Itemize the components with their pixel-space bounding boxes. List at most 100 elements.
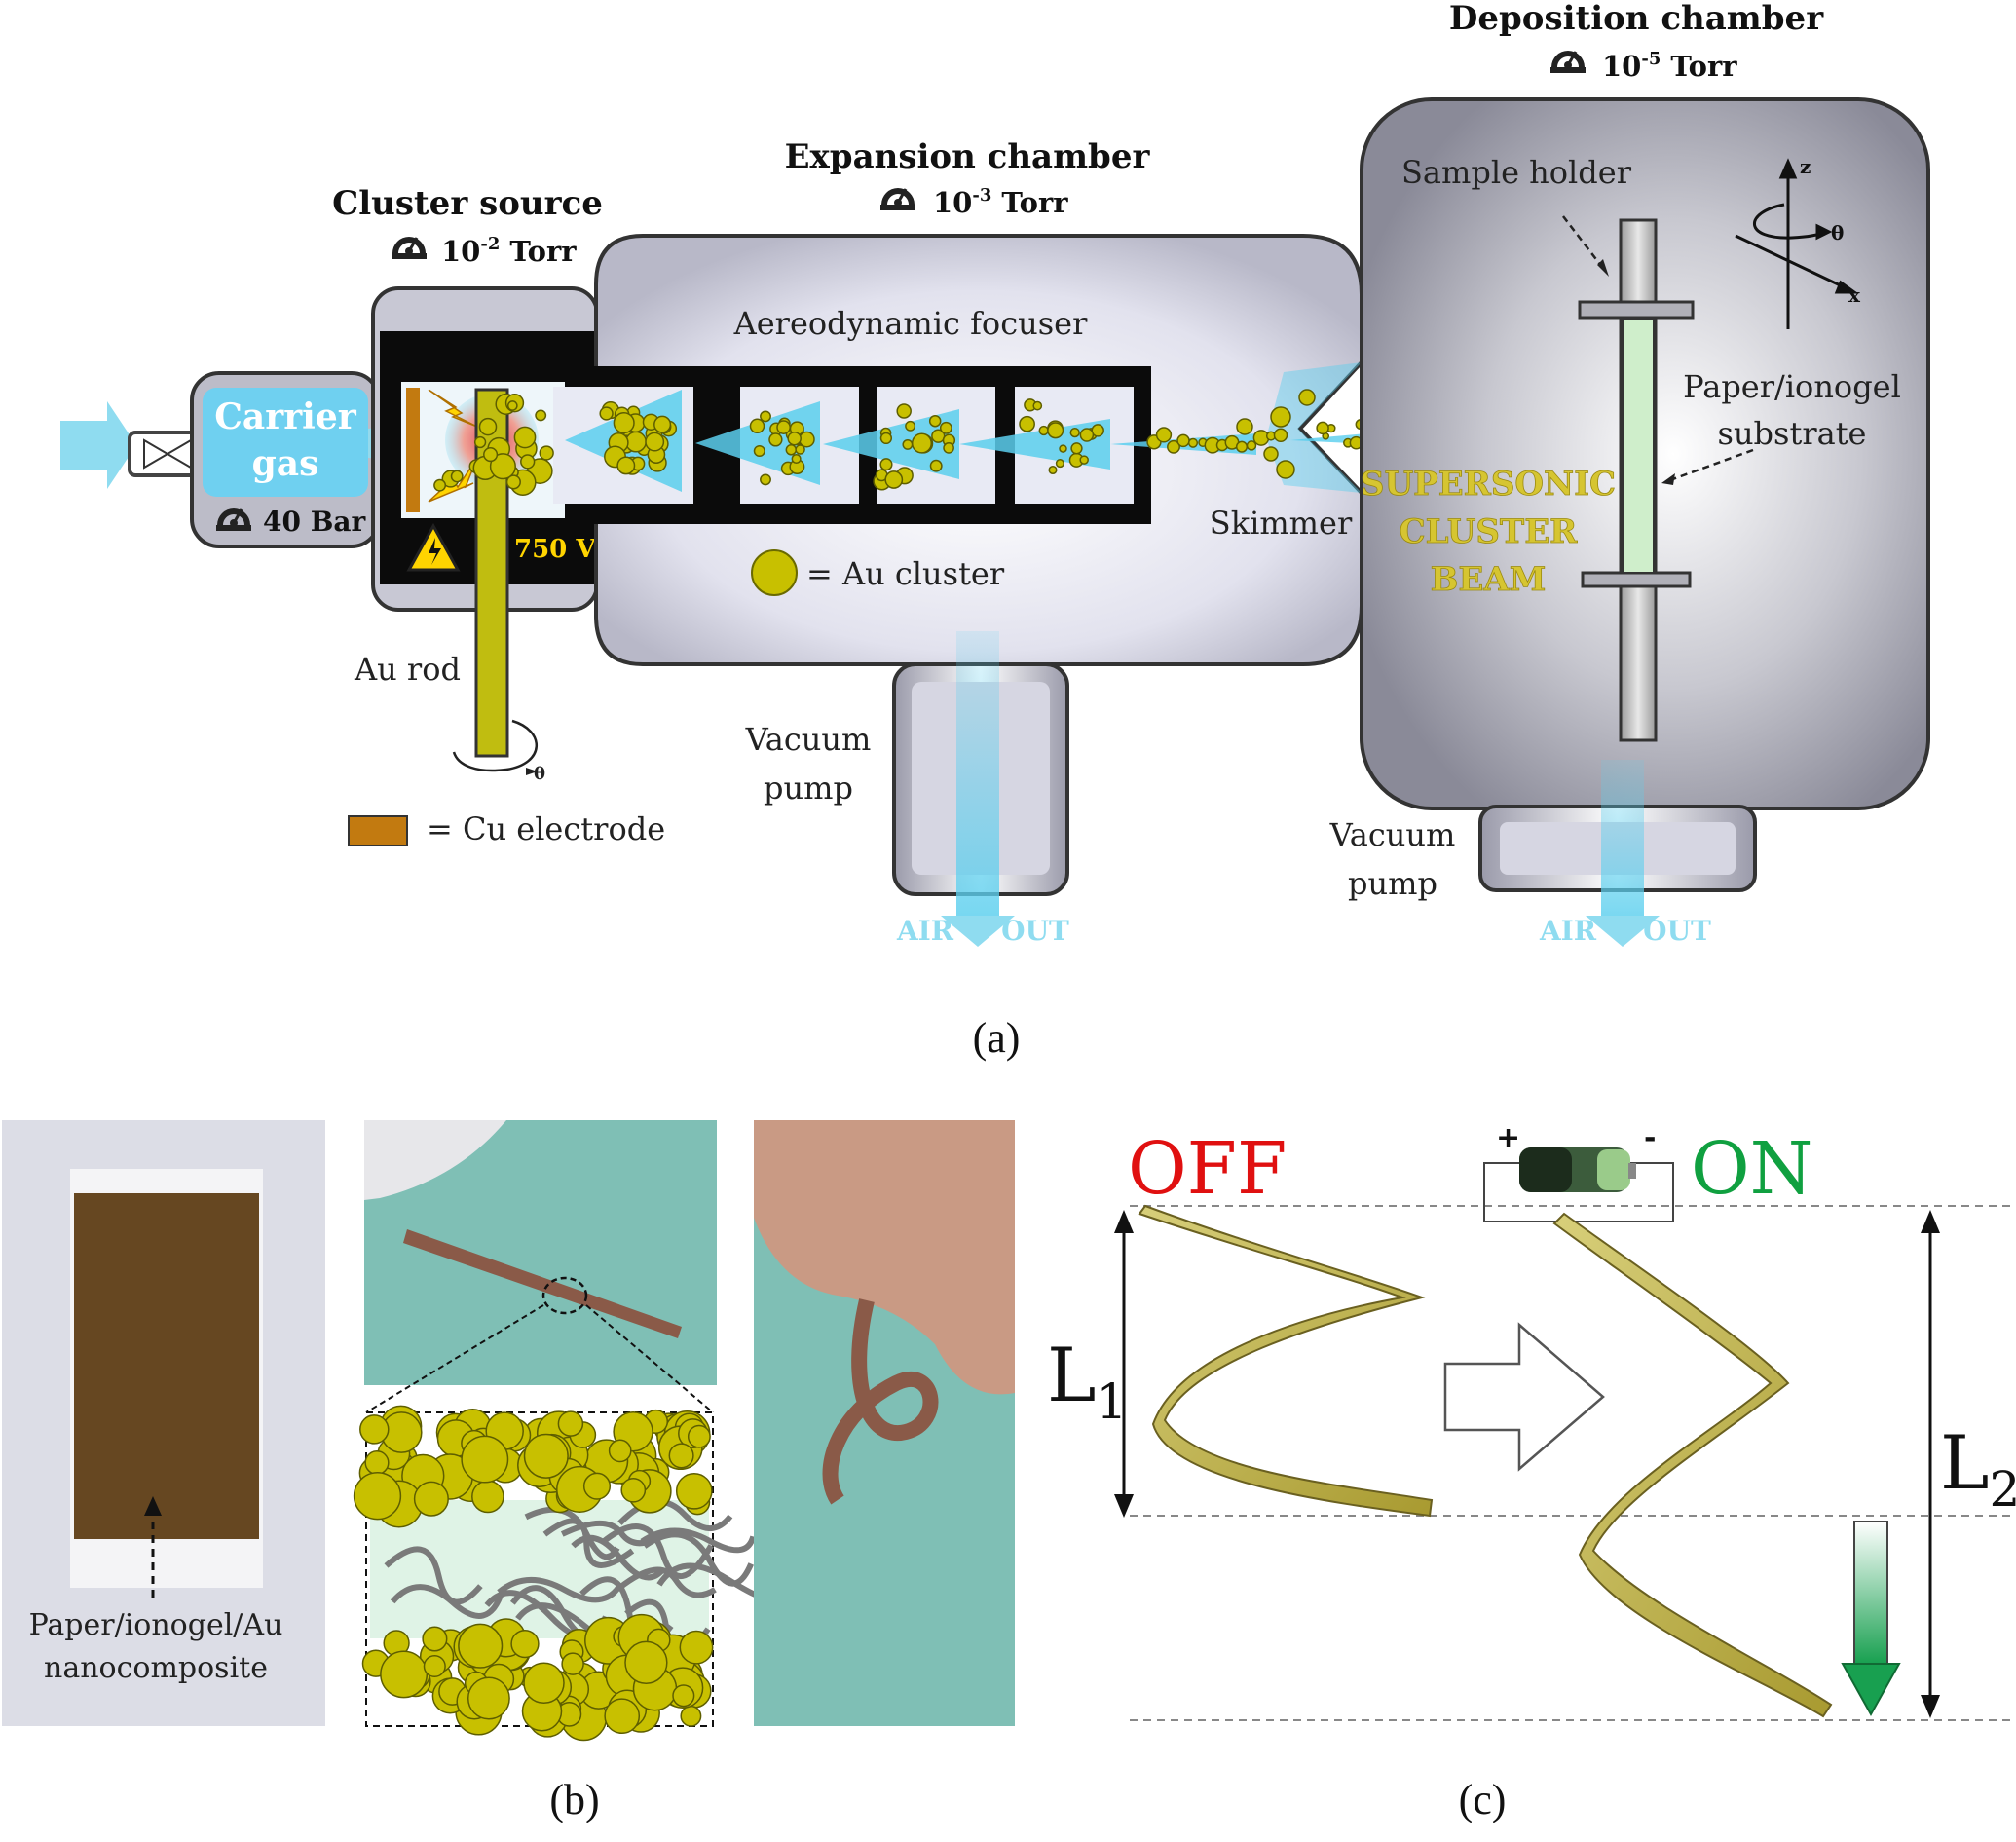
- au-cluster: [505, 474, 521, 490]
- caption-b: (b): [549, 1776, 599, 1823]
- zoom-au-clusters: [353, 1405, 714, 1742]
- zoom-line: [585, 1304, 714, 1413]
- air-out-arrowhead-2: [1586, 916, 1660, 947]
- au-cluster: [433, 478, 447, 492]
- au-cluster: [624, 1640, 668, 1684]
- elongation-arrow: [1853, 1521, 1888, 1665]
- transition-arrow: [1443, 1322, 1605, 1472]
- au-cluster: [473, 435, 487, 449]
- au-cluster: [795, 444, 805, 455]
- au-cluster: [413, 1481, 449, 1517]
- vacuum-pump-1-label-1: Vacuum: [745, 721, 872, 758]
- panel-a: Carrier gas 40 Bar 750 V θ Au rod = Cu e…: [60, 0, 1930, 1062]
- au-cluster: [359, 1414, 390, 1445]
- out-label-1: OUT: [1001, 915, 1069, 947]
- air-label-1: AIR: [896, 915, 954, 947]
- fiber: [542, 1518, 635, 1568]
- au-cluster: [679, 1630, 714, 1665]
- finger: [754, 1120, 1015, 1395]
- au-cluster: [1048, 465, 1058, 475]
- au-cluster: [943, 442, 954, 454]
- au-cluster: [1047, 422, 1064, 439]
- au-cluster: [785, 444, 798, 456]
- carrier-gas-pressure: 40 Bar: [263, 506, 367, 538]
- au-cluster: [1155, 427, 1173, 443]
- au-cluster: [760, 473, 771, 486]
- au-cluster: [506, 400, 518, 411]
- au-cluster: [1038, 425, 1049, 436]
- deposition-chamber-title: Deposition chamber: [1449, 0, 1824, 38]
- air-out-arrow-1: [956, 631, 999, 923]
- substrate-pointer-head: [1661, 473, 1675, 485]
- au-cluster: [1316, 421, 1329, 435]
- au-rod-label: Au rod: [354, 651, 461, 688]
- au-cluster: [599, 406, 614, 421]
- au-cluster: [467, 1676, 510, 1720]
- off-label: OFF: [1128, 1127, 1287, 1211]
- au-cluster: [613, 412, 635, 434]
- au-cluster: [668, 1443, 694, 1469]
- l2-arrowhead-bottom: [1921, 1695, 1940, 1718]
- au-cluster: [896, 403, 912, 419]
- au-cluster: [879, 458, 893, 471]
- axis-theta-label: θ: [1831, 221, 1844, 244]
- panel-c: OFF ON + - L1 L2 (c): [1047, 1121, 2016, 1823]
- zoom-circle: [541, 1276, 588, 1315]
- au-cluster-legend: = Au cluster: [806, 555, 1005, 592]
- au-cluster: [905, 420, 916, 432]
- battery-minus: -: [1644, 1121, 1656, 1155]
- au-cluster: [1252, 430, 1270, 446]
- au-cluster: [753, 444, 765, 458]
- fiber: [640, 1527, 757, 1554]
- substrate-label-1: Paper/ionogel: [1683, 368, 1901, 405]
- axis-x-label: x: [1848, 283, 1861, 307]
- expansion-chamber-title: Expansion chamber: [785, 137, 1151, 176]
- au-cluster: [616, 456, 636, 475]
- zoom-line: [365, 1304, 544, 1413]
- l2-label: L2: [1940, 1419, 2016, 1518]
- skimmer-label: Skimmer: [1210, 505, 1353, 542]
- beam-label-2: CLUSTER: [1400, 512, 1579, 551]
- substrate-pointer: [1666, 448, 1754, 483]
- au-cluster: [776, 420, 791, 434]
- au-cluster: [749, 418, 765, 434]
- au-cluster: [1019, 415, 1035, 432]
- axes-icon: [1735, 158, 1859, 329]
- au-cluster: [1079, 428, 1095, 442]
- au-cluster: [1070, 442, 1083, 455]
- on-label: ON: [1691, 1127, 1812, 1211]
- au-cluster: [353, 1472, 402, 1521]
- curled-strip: [822, 1298, 939, 1505]
- au-cluster: [513, 426, 537, 449]
- substrate: [1622, 319, 1655, 574]
- au-cluster: [483, 447, 499, 463]
- cluster-source-title: Cluster source: [332, 184, 603, 223]
- au-cluster: [1055, 459, 1064, 469]
- fiber: [497, 1576, 621, 1603]
- au-cluster: [539, 445, 554, 461]
- vacuum-pump-1-label-2: pump: [764, 770, 853, 807]
- l1-label: L1: [1047, 1332, 1127, 1430]
- voltage-label: 750 V: [514, 535, 596, 564]
- au-cluster: [520, 454, 536, 470]
- au-cluster: [1167, 439, 1180, 454]
- rod-rotation-arrowhead: [526, 768, 538, 775]
- au-cluster: [604, 1698, 641, 1735]
- au-cluster: [680, 1705, 702, 1727]
- vacuum-pump-2-label-2: pump: [1348, 865, 1437, 902]
- au-cluster: [1276, 460, 1295, 479]
- au-cluster: [1176, 433, 1190, 448]
- inlet-arrow: [60, 401, 136, 489]
- cu-electrode-legend-swatch: [348, 815, 408, 846]
- au-cluster: [929, 459, 943, 472]
- axis-z-label: z: [1800, 155, 1811, 178]
- au-cluster: [1263, 446, 1279, 462]
- sample-pointer-head: [144, 1496, 162, 1516]
- sample-coating-shade: [74, 1193, 259, 1539]
- rod-theta-label: θ: [534, 764, 545, 784]
- au-cluster: [1069, 427, 1080, 438]
- au-cluster: [939, 421, 952, 434]
- fiber: [390, 1584, 505, 1619]
